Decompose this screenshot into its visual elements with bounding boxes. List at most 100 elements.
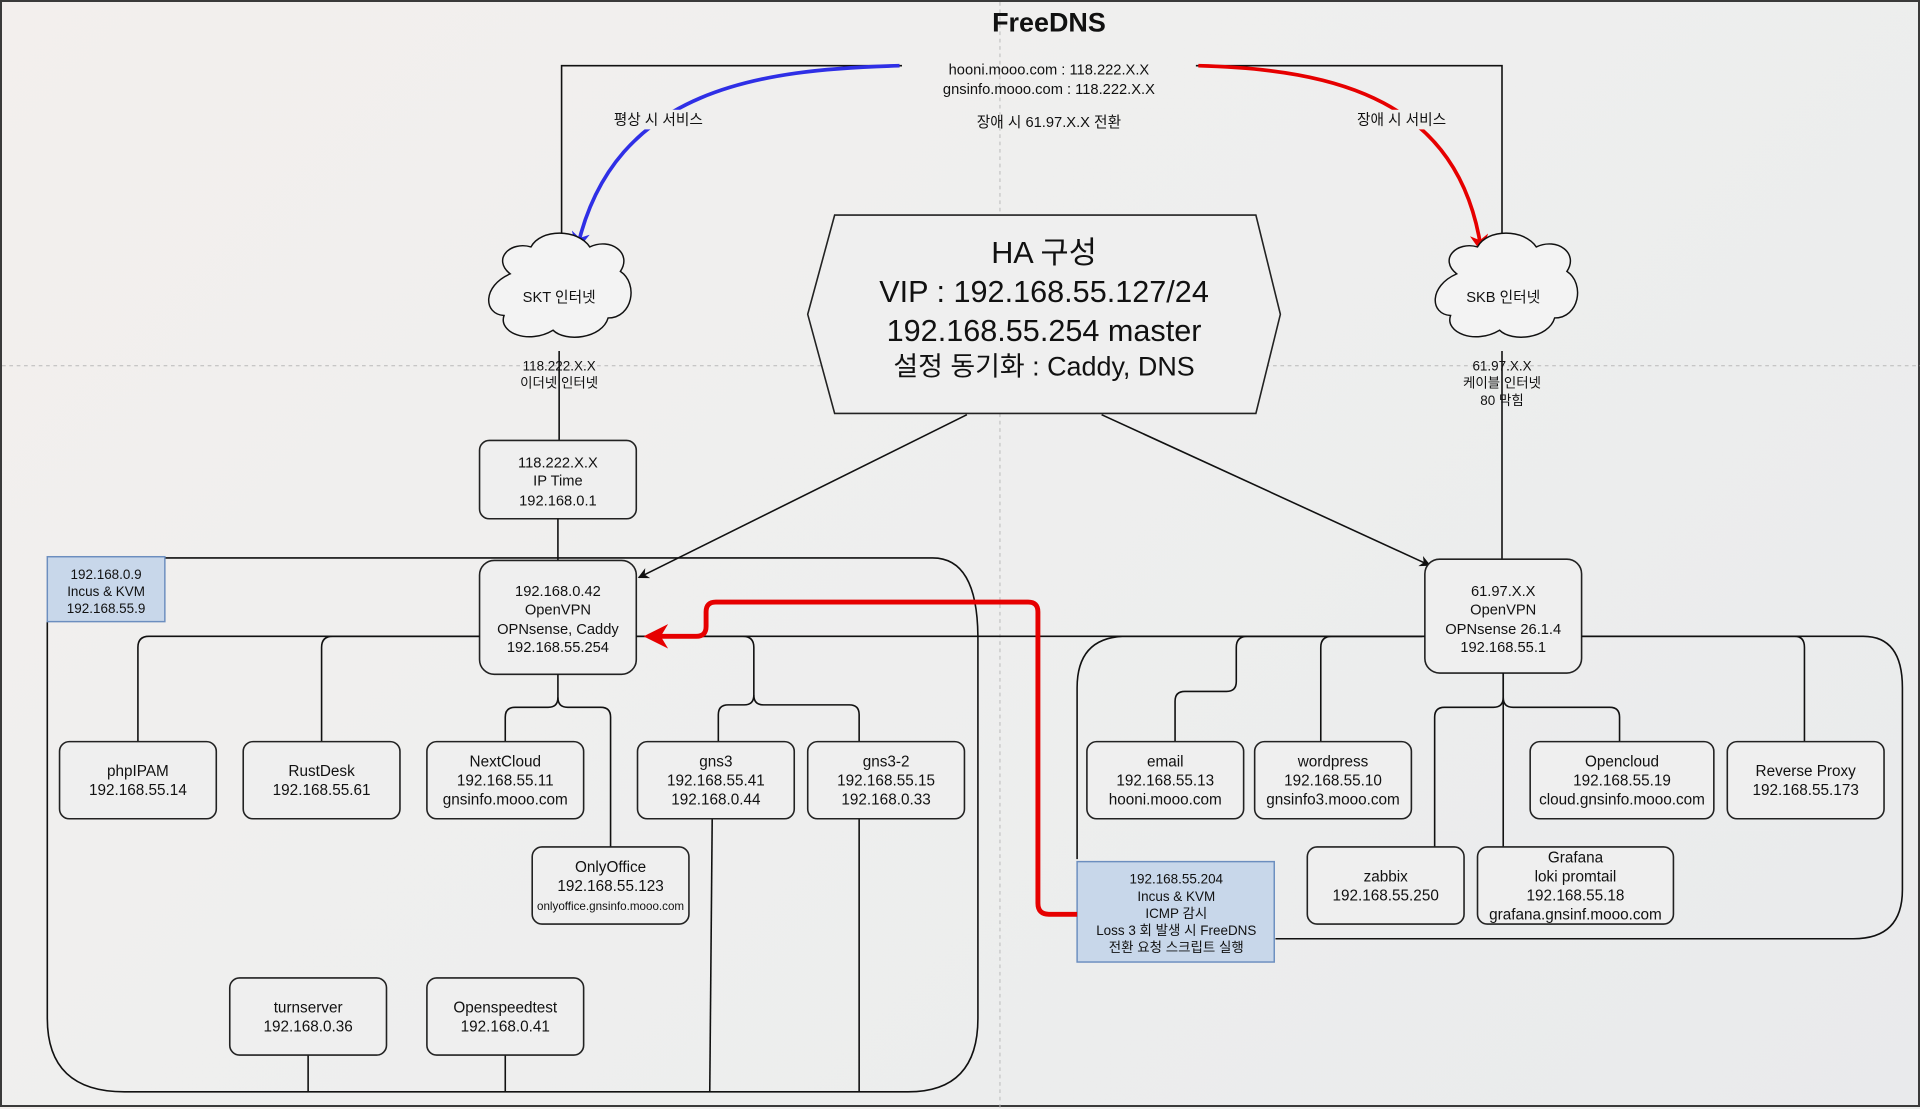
service-detail: 192.168.55.250 <box>1333 888 1439 905</box>
service-detail: gnsinfo.mooo.com <box>443 792 568 809</box>
wire-reverse-proxy <box>1581 635 1806 742</box>
fw-version: OPNsense 26.1.4 <box>1445 622 1561 638</box>
host-ip2: 192.168.55.9 <box>67 601 146 616</box>
right-service-reverse-proxy[interactable]: Reverse Proxy 192.168.55.173 <box>1726 740 1885 820</box>
service-name: wordpress <box>1297 754 1369 771</box>
fw-ip: 192.168.0.42 <box>515 584 601 600</box>
normal-service-path <box>571 63 900 251</box>
dns-record-1: hooni.mooo.com : 118.222.X.X <box>949 62 1150 78</box>
wire-zabbix <box>1433 697 1505 847</box>
right-services-group: email192.168.55.13hooni.mooo.comwordpres… <box>1086 740 1885 925</box>
fw-services: OPNsense, Caddy <box>497 622 619 638</box>
service-name: RustDesk <box>288 763 355 780</box>
service-detail: grafana.gnsinf.mooo.com <box>1489 906 1662 923</box>
service-detail: 192.168.55.123 <box>557 878 663 895</box>
failover-note: 장애 시 61.97.X.X 전환 <box>977 114 1121 131</box>
fw-ip: 61.97.X.X <box>1471 584 1536 600</box>
service-detail: 192.168.55.15 <box>837 773 935 790</box>
service-box <box>806 740 966 820</box>
skb-note: 80 막힘 <box>1480 393 1523 408</box>
service-detail: 192.168.55.13 <box>1116 773 1214 790</box>
right-service-opencloud[interactable]: Opencloud192.168.55.19cloud.gnsinfo.mooo… <box>1529 740 1715 820</box>
monitor-script: 전환 요청 스크립트 실행 <box>1109 940 1244 955</box>
service-name: zabbix <box>1364 869 1409 886</box>
service-name: Reverse Proxy <box>1756 763 1857 780</box>
service-name: Opencloud <box>1585 754 1659 771</box>
service-box <box>1086 740 1245 820</box>
ha-sync: 설정 동기화 : Caddy, DNS <box>893 352 1194 382</box>
left-service-rustdesk[interactable]: RustDesk 192.168.55.61 <box>242 740 401 820</box>
service-detail: 192.168.55.41 <box>667 773 765 790</box>
monitor-ip: 192.168.55.204 <box>1130 872 1224 887</box>
service-box <box>1306 846 1465 925</box>
failover-request-path <box>643 599 1078 917</box>
service-detail: 192.168.0.44 <box>671 792 761 809</box>
wire-opencloud <box>1502 673 1621 742</box>
left-service-openspeedtest[interactable]: Openspeedtest 192.168.0.41 <box>426 977 585 1056</box>
left-opnsense-firewall[interactable]: 192.168.0.42 OpenVPN OPNsense, Caddy 192… <box>478 559 638 676</box>
wire-gns3-down <box>708 818 713 1092</box>
router-lan-ip: 192.168.0.1 <box>519 493 597 509</box>
left-service-onlyoffice[interactable]: OnlyOffice192.168.55.123onlyoffice.gnsin… <box>531 846 690 925</box>
wire-email <box>1174 635 1425 742</box>
ha-to-left-fw-connector <box>637 413 968 579</box>
right-network-group <box>1076 635 1904 940</box>
right-service-zabbix[interactable]: zabbix 192.168.55.250 <box>1306 846 1465 925</box>
monitor-vm-host[interactable]: 192.168.55.204 Incus & KVM ICMP 감시 Loss … <box>1076 860 1275 963</box>
service-box <box>426 740 585 820</box>
service-detail: 192.168.55.173 <box>1753 782 1859 799</box>
service-box <box>1476 846 1675 925</box>
wire-gns3-2 <box>753 695 860 742</box>
service-box <box>242 740 401 820</box>
service-detail: loki promtail <box>1535 869 1617 886</box>
right-opnsense-firewall[interactable]: 61.97.X.X OpenVPN OPNsense 26.1.4 192.16… <box>1424 558 1583 674</box>
service-detail: 192.168.55.61 <box>273 782 371 799</box>
service-detail: 192.168.0.41 <box>461 1019 550 1036</box>
dns-to-skb-connector <box>1195 64 1508 253</box>
dns-record-2: gnsinfo.mooo.com : 118.222.X.X <box>943 82 1155 98</box>
service-detail: 192.168.55.14 <box>89 782 187 799</box>
fw-lan-ip: 192.168.55.1 <box>1460 640 1546 656</box>
ha-master: 192.168.55.254 master <box>887 314 1202 348</box>
ha-title: HA 구성 <box>991 236 1097 270</box>
service-detail: 192.168.55.19 <box>1573 773 1671 790</box>
skb-type: 케이블 인터넷 <box>1463 376 1541 391</box>
ha-config-box: HA 구성 VIP : 192.168.55.127/24 192.168.55… <box>806 214 1282 415</box>
fw-vpn: OpenVPN <box>1470 602 1536 618</box>
fw-vpn: OpenVPN <box>525 602 591 618</box>
normal-label-bg <box>611 109 705 130</box>
wire-onlyoffice <box>557 697 612 847</box>
wire-gns3 <box>636 635 755 742</box>
left-vm-host[interactable]: 192.168.0.9 Incus & KVM 192.168.55.9 <box>46 555 166 623</box>
service-name: email <box>1147 754 1184 771</box>
host-ip: 192.168.0.9 <box>71 567 142 582</box>
ha-to-right-fw-connector <box>1101 413 1431 567</box>
service-box <box>1726 740 1885 820</box>
service-box <box>228 977 388 1056</box>
failure-service-path <box>1198 63 1489 254</box>
service-box <box>58 740 218 820</box>
service-detail: 192.168.55.11 <box>457 773 554 790</box>
service-box <box>426 977 585 1056</box>
service-detail: 192.168.55.18 <box>1527 888 1625 905</box>
service-name: Openspeedtest <box>453 1000 558 1017</box>
service-name: gns3-2 <box>863 754 910 771</box>
host-role: Incus & KVM <box>67 584 145 599</box>
monitor-loss-rule: Loss 3 회 발생 시 FreeDNS <box>1096 923 1256 938</box>
monitor-role: Incus & KVM <box>1137 889 1215 904</box>
service-box <box>1529 740 1715 820</box>
skb-internet-cloud: SKB 인터넷 <box>1434 232 1579 338</box>
service-box <box>636 740 796 820</box>
iptime-router[interactable]: 118.222.X.X IP Time 192.168.0.1 <box>478 439 638 520</box>
left-network-group <box>46 557 979 1093</box>
